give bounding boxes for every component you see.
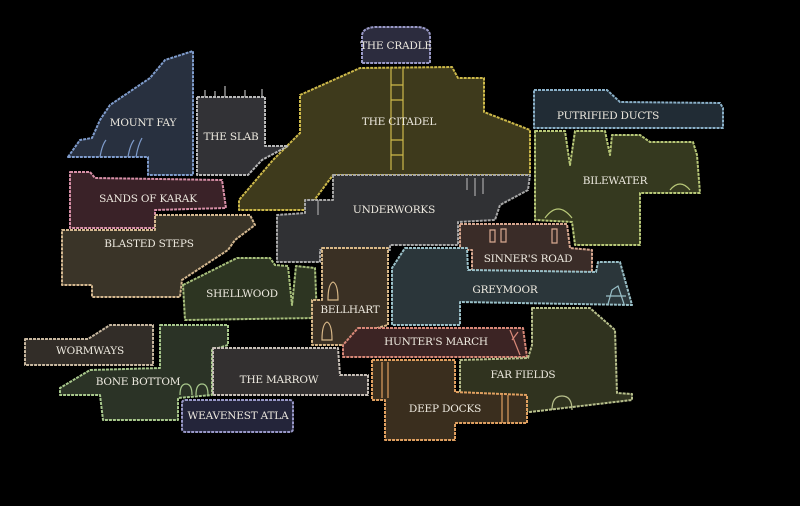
region-deep-docks[interactable]: DEEP DOCKS [371,359,528,441]
region-label: GREYMOOR [472,284,538,296]
region-label: SINNER'S ROAD [484,253,573,265]
bell-icon [321,281,339,341]
region-underworks[interactable]: UNDERWORKS [276,174,531,263]
region-label: FAR FIELDS [491,369,556,381]
cage-icon [489,228,558,244]
skull-icon [179,383,209,396]
branch-icon [509,329,521,356]
region-sands-of-karak[interactable]: SANDS OF KARAK [69,171,227,229]
chain-icon [317,178,484,215]
region-label: THE MARROW [240,374,319,386]
region-label: BLASTED STEPS [104,238,193,250]
region-bone-bottom[interactable]: BONE BOTTOM [59,324,229,421]
region-label: UNDERWORKS [353,204,435,216]
region-label: MOUNT FAY [110,117,178,129]
bubble-icon [544,183,691,219]
ladder-icon [390,68,404,170]
region-greymoor[interactable]: GREYMOOR [391,247,633,326]
region-label: HUNTER'S MARCH [384,336,488,348]
shell-icon [551,395,573,411]
region-wormways[interactable]: WORMWAYS [24,324,154,366]
region-blasted-steps[interactable]: BLASTED STEPS [61,214,256,298]
pipe-icon [381,362,509,423]
region-hunters-march[interactable]: HUNTER'S MARCH [342,327,528,358]
region-label: SANDS OF KARAK [99,193,197,205]
region-the-cradle[interactable]: THE CRADLE [360,26,432,64]
region-label: PUTRIFIED DUCTS [557,110,659,122]
grass-icon [99,137,143,158]
region-label: BILEWATER [583,175,649,187]
region-label: THE CRADLE [360,40,432,52]
region-mount-fay[interactable]: MOUNT FAY [67,50,194,176]
region-the-marrow[interactable]: THE MARROW [212,347,369,396]
region-bilewater[interactable]: BILEWATER [534,130,701,246]
region-weavenest-atla[interactable]: WEAVENEST ATLA [181,399,294,433]
bell-shrine-icon [606,285,626,305]
region-label: BELLHART [320,304,379,316]
spikes-icon [204,86,263,97]
region-label: WORMWAYS [56,345,124,357]
region-label: BONE BOTTOM [96,376,181,388]
region-label: THE SLAB [203,131,259,143]
region-far-fields[interactable]: FAR FIELDS [459,307,633,413]
region-label: SHELLWOOD [206,288,278,300]
region-label: WEAVENEST ATLA [188,410,290,422]
region-label: THE CITADEL [362,116,436,128]
region-the-slab[interactable]: THE SLAB [196,86,289,176]
region-sinners-road[interactable]: SINNER'S ROAD [459,223,593,273]
region-shellwood[interactable]: SHELLWOOD [182,257,318,321]
region-label: DEEP DOCKS [409,403,481,415]
region-putrified-ducts[interactable]: PUTRIFIED DUCTS [533,89,724,129]
